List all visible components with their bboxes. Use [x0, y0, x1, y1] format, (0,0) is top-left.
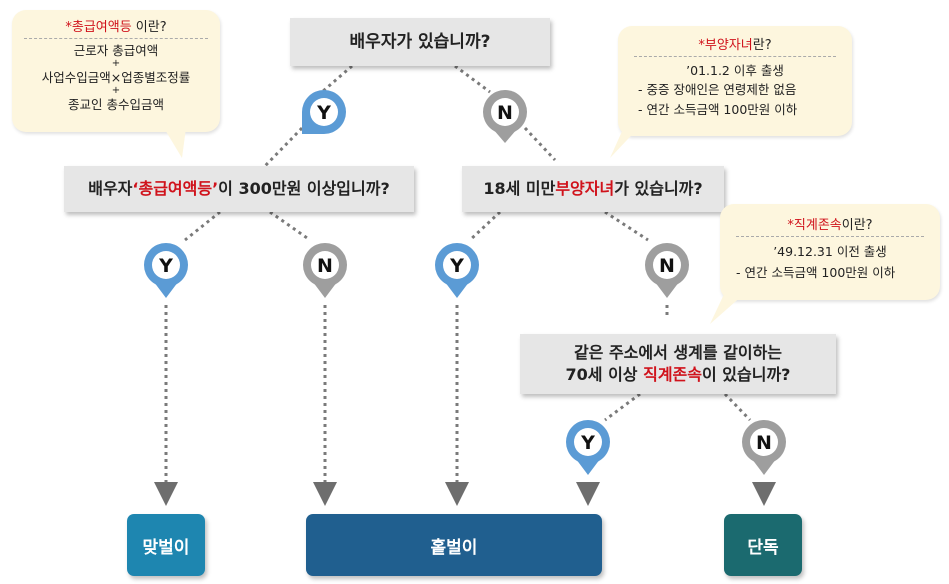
note-child-divider — [634, 56, 836, 57]
note-income-line: 사업수입금액×업종별조정률 — [41, 70, 191, 85]
note-child-star: * — [698, 38, 705, 53]
question-spouse-text: 배우자가 있습니까? — [349, 31, 491, 52]
question-spouse-income-pre: 배우자 — [88, 179, 133, 199]
no-pin-q1: N — [483, 90, 527, 143]
note-child-tail — [610, 118, 644, 158]
yes-pin-q3: Y — [435, 243, 479, 298]
no-pin-label: N — [497, 102, 513, 124]
note-income-tail — [164, 128, 186, 158]
note-income-term: 총급여액등 — [71, 20, 132, 35]
no-pin-label: N — [659, 255, 675, 277]
question-parent: 같은 주소에서 생계를 같이하는 70세 이상 직계존속이 있습니까? — [520, 334, 836, 394]
note-income-divider — [24, 38, 208, 39]
yes-pin-q1: Y — [302, 90, 346, 134]
note-child-line: - 중증 장애인은 연령제한 없음 — [638, 82, 797, 98]
note-child-title: *부양자녀란? — [628, 34, 842, 53]
note-child-line: ’01.1.2 이후 출생 — [686, 63, 784, 78]
note-income-line: + — [111, 85, 121, 96]
question-parent-pre: 70세 이상 — [565, 365, 644, 384]
question-parent-term: 직계존속 — [643, 365, 702, 384]
note-parent-star: * — [787, 218, 794, 233]
note-parent-term: 직계존속 — [793, 218, 842, 233]
note-parent-line: ’49.12.31 이전 출생 — [773, 244, 887, 259]
outcome-single-earner: 홑벌이 — [306, 514, 602, 576]
note-income-star: * — [65, 20, 72, 35]
question-child-term: 부양자녀 — [555, 179, 615, 199]
outcome-dual-earner-label: 맞벌이 — [142, 537, 190, 558]
no-pin-q3: N — [645, 243, 689, 298]
question-spouse-income-post: 이 300만원 이상입니까? — [218, 179, 390, 199]
note-child-line: - 연간 소득금액 100만원 이하 — [638, 101, 798, 117]
note-income-line: 근로자 총급여액 — [73, 43, 159, 58]
yes-pin-label: Y — [449, 255, 464, 277]
question-child-post: 가 있습니까? — [614, 179, 703, 199]
no-pin-q4: N — [742, 420, 786, 475]
note-child-suffix: 란? — [752, 38, 772, 53]
yes-pin-q4: Y — [566, 420, 610, 475]
note-parent-suffix: 이란? — [841, 218, 873, 233]
note-income-line: 종교인 총수입금액 — [68, 97, 164, 112]
yes-pin-q2: Y — [144, 243, 188, 298]
note-income: *총급여액등 이란? 근로자 총급여액 + 사업수입금액×업종별조정률 + 종교… — [12, 10, 220, 132]
note-parent-line: - 연간 소득금액 100만원 이하 — [736, 265, 896, 281]
note-income-title: *총급여액등 이란? — [18, 16, 214, 35]
question-child: 18세 미만 부양자녀 가 있습니까? — [462, 166, 724, 212]
yes-pin-label: Y — [580, 432, 595, 454]
no-pin-label: N — [317, 255, 333, 277]
no-pin-q2: N — [303, 243, 347, 298]
question-spouse-income: 배우자 ‘총급여액등’ 이 300만원 이상입니까? — [64, 166, 414, 212]
note-parent: *직계존속이란? ’49.12.31 이전 출생 - 연간 소득금액 100만원… — [720, 204, 940, 300]
question-parent-post: 이 있습니까? — [702, 365, 791, 384]
question-parent-line1: 같은 주소에서 생계를 같이하는 — [573, 343, 783, 363]
question-parent-line2: 70세 이상 직계존속이 있습니까? — [566, 364, 791, 386]
question-child-pre: 18세 미만 — [483, 179, 556, 199]
question-spouse-income-term: ‘총급여액등’ — [132, 179, 219, 199]
note-child-term: 부양자녀 — [704, 38, 753, 53]
note-income-suffix: 이란? — [131, 20, 167, 35]
outcome-solo-label: 단독 — [747, 537, 779, 558]
note-child: *부양자녀란? ’01.1.2 이후 출생 - 중증 장애인은 연령제한 없음 … — [618, 26, 852, 136]
yes-pin-label: Y — [316, 102, 331, 124]
no-pin-label: N — [756, 432, 772, 454]
note-parent-tail — [710, 290, 744, 324]
note-parent-divider — [736, 236, 924, 237]
outcome-solo: 단독 — [724, 514, 802, 576]
note-income-line: + — [111, 58, 121, 69]
note-parent-title: *직계존속이란? — [730, 214, 930, 233]
outcome-dual-earner: 맞벌이 — [127, 514, 205, 576]
question-spouse: 배우자가 있습니까? — [290, 18, 550, 66]
outcome-single-earner-label: 홑벌이 — [430, 537, 478, 558]
yes-pin-label: Y — [158, 255, 173, 277]
